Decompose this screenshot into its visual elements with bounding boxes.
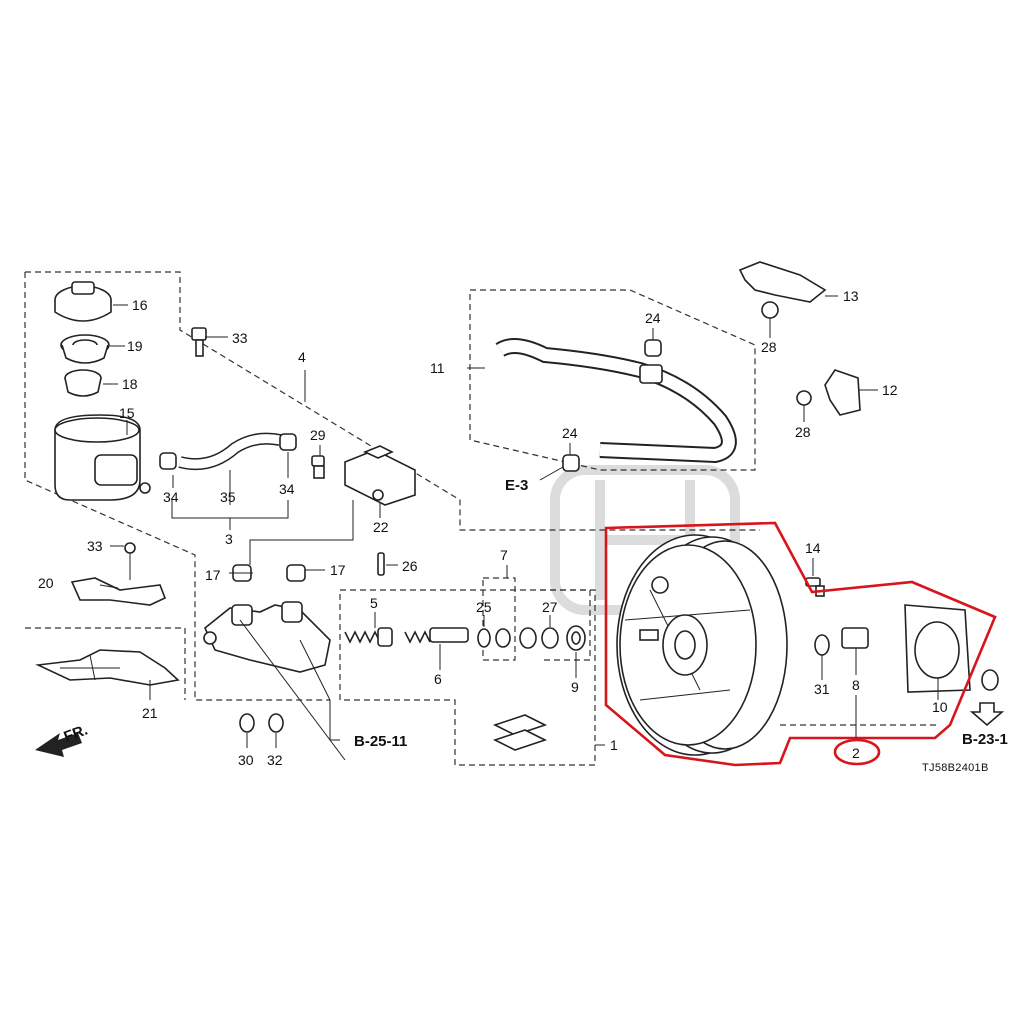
callout-labels: 16 19 18 15 33 4 34 35 34 3 29 22 17 17 … xyxy=(38,288,948,768)
vacuum-hose-11[interactable] xyxy=(495,338,737,464)
clevis-8[interactable] xyxy=(841,627,869,649)
callout-21: 21 xyxy=(142,705,158,721)
callout-31: 31 xyxy=(814,681,830,697)
callout-33-mid: 33 xyxy=(87,538,103,554)
reference-labels: E-3 B-25-11 B-23-1 FR. TJ58B2401B xyxy=(62,477,1008,774)
callout-28-top: 28 xyxy=(761,339,777,355)
nut-30[interactable] xyxy=(239,713,255,733)
callout-22: 22 xyxy=(373,519,389,535)
bracket-21[interactable] xyxy=(35,649,180,686)
callout-34-left: 34 xyxy=(163,489,179,505)
nut-32[interactable] xyxy=(268,713,284,733)
callout-19: 19 xyxy=(127,338,143,354)
callout-24-bottom: 24 xyxy=(562,425,578,441)
callout-2: 2 xyxy=(852,745,860,761)
callout-5: 5 xyxy=(370,595,378,611)
callout-32: 32 xyxy=(267,752,283,768)
grommet-17-right[interactable] xyxy=(286,564,306,582)
diagram-code: TJ58B2401B xyxy=(922,762,989,774)
callout-11: 11 xyxy=(430,360,445,376)
b231-arrow-icon xyxy=(969,702,1005,727)
reservoir-bracket-20[interactable] xyxy=(70,542,167,606)
callout-1: 1 xyxy=(610,737,618,753)
callout-10: 10 xyxy=(932,699,948,715)
piston-assembly-5[interactable] xyxy=(344,627,393,647)
front-arrow-icon xyxy=(35,733,82,757)
reservoir-hose-35[interactable] xyxy=(178,432,282,471)
bolt-29[interactable] xyxy=(311,455,325,479)
seal-7[interactable] xyxy=(495,627,537,649)
seal-9[interactable] xyxy=(566,625,586,651)
callout-30: 30 xyxy=(238,752,254,768)
ref-front: FR. xyxy=(62,722,91,746)
callout-24-top: 24 xyxy=(645,310,661,326)
nut-28-bottom[interactable] xyxy=(796,390,812,406)
piston-assembly-6[interactable] xyxy=(404,627,469,644)
hose-clamp-34-left[interactable] xyxy=(159,452,177,470)
callout-13: 13 xyxy=(843,288,859,304)
callout-20: 20 xyxy=(38,575,54,591)
reservoir-seal-19[interactable] xyxy=(60,334,110,364)
callout-28-bottom: 28 xyxy=(795,424,811,440)
callout-6: 6 xyxy=(434,671,442,687)
ref-b2511: B-25-11 xyxy=(354,733,407,750)
ref-e3: E-3 xyxy=(505,477,528,494)
callout-17-right: 17 xyxy=(330,562,346,578)
bracket-12[interactable] xyxy=(824,369,861,416)
callout-17-left: 17 xyxy=(205,567,221,583)
callout-25: 25 xyxy=(476,599,492,615)
pin-26[interactable] xyxy=(377,552,385,576)
ref-b231: B-23-1 xyxy=(962,731,1008,748)
nut-31[interactable] xyxy=(814,634,830,656)
bolt-33-top[interactable] xyxy=(191,327,207,357)
hose-clamp-24-top[interactable] xyxy=(644,339,662,357)
level-sensor-22[interactable] xyxy=(344,445,416,506)
callout-7: 7 xyxy=(500,547,508,563)
leader-lines xyxy=(99,295,939,761)
booster-highlight xyxy=(604,521,997,767)
hose-clamp-34-right[interactable] xyxy=(279,433,297,451)
callout-12: 12 xyxy=(882,382,898,398)
callout-26: 26 xyxy=(402,558,418,574)
callout-3: 3 xyxy=(225,531,233,547)
brake-booster-assembly[interactable] xyxy=(616,534,788,756)
seal-27[interactable] xyxy=(541,627,559,649)
bracket-13[interactable] xyxy=(738,261,827,303)
reservoir-filter-18[interactable] xyxy=(64,369,102,397)
nut-28-top[interactable] xyxy=(761,301,779,319)
callout-27: 27 xyxy=(542,599,558,615)
repair-kit-1[interactable] xyxy=(492,714,548,751)
callout-9: 9 xyxy=(571,679,579,695)
reservoir-cap-16[interactable] xyxy=(54,281,112,322)
group-outlines xyxy=(24,271,940,766)
nut-b231[interactable] xyxy=(981,669,999,691)
callout-8: 8 xyxy=(852,677,860,693)
callout-18: 18 xyxy=(122,376,138,392)
hose-clamp-24-bottom[interactable] xyxy=(562,454,580,472)
callout-35: 35 xyxy=(220,489,236,505)
seal-25[interactable] xyxy=(477,628,491,648)
callout-16: 16 xyxy=(132,297,148,313)
callout-15: 15 xyxy=(119,405,135,421)
callout-14: 14 xyxy=(805,540,821,556)
callout-33-top: 33 xyxy=(232,330,248,346)
callout-34-right: 34 xyxy=(279,481,295,497)
master-cylinder-body[interactable] xyxy=(203,601,331,673)
callout-29: 29 xyxy=(310,427,326,443)
gasket-10[interactable] xyxy=(904,604,971,693)
reservoir-tank-15[interactable] xyxy=(54,414,151,501)
callout-4: 4 xyxy=(298,349,306,365)
